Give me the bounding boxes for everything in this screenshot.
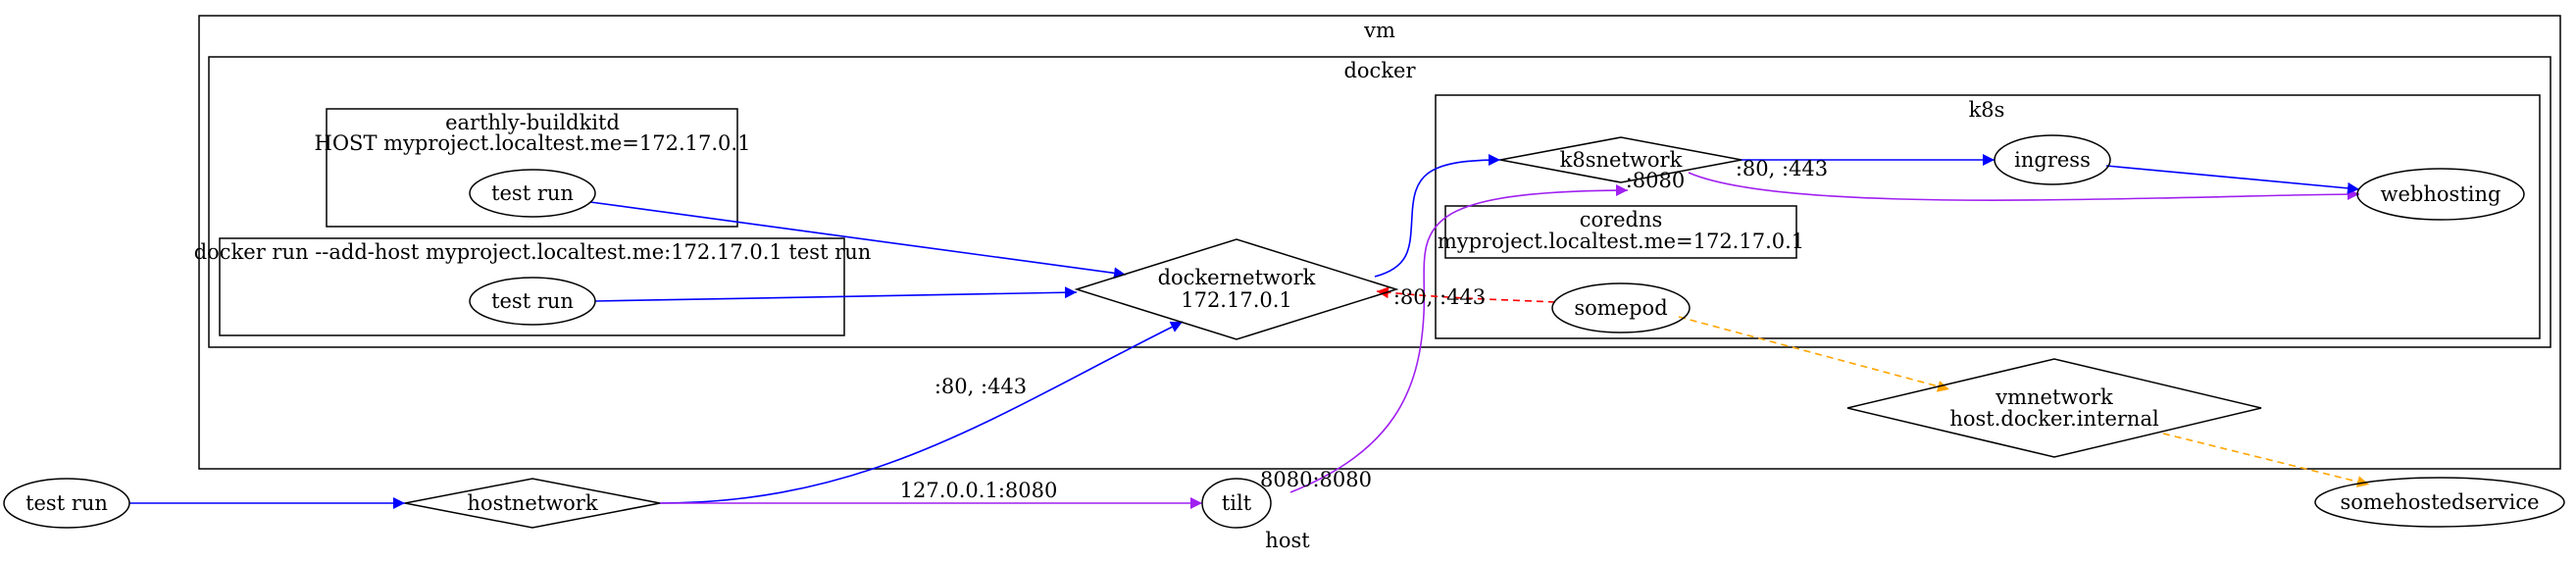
node-webhosting: webhosting (2356, 168, 2525, 221)
cluster-earthly-label-line1: earthly-buildkitd (445, 111, 620, 134)
edge-ingress-webhosting (2105, 165, 2360, 194)
node-tilt-label: tilt (1222, 491, 1252, 515)
node-ingress-label: ingress (2014, 148, 2091, 172)
edge-dockernetwork-k8snetwork (1374, 154, 1501, 278)
cluster-vm: vm (198, 15, 2561, 470)
cluster-coredns-label-line1: coredns (1580, 208, 1663, 231)
node-somehostedservice: somehostedservice (2314, 477, 2565, 528)
node-somehostedservice-label: somehostedservice (2340, 490, 2539, 514)
node-dockernetwork-label-line1: dockernetwork (1158, 266, 1316, 289)
edge-label-hostnetwork-dockernetwork: :80, :443 (934, 375, 1027, 398)
edges: :80, :443 127.0.0.1:8080 8080:8080 :8080… (129, 154, 2370, 509)
cluster-host-label: host (1265, 529, 1310, 552)
node-test-run-earthly-label: test run (491, 181, 574, 205)
node-somepod-label: somepod (1574, 296, 1667, 320)
edge-testrun-docker-dockernetwork (594, 286, 1078, 302)
node-vmnetwork: vmnetwork host.docker.internal (1846, 358, 2262, 458)
edge-k8snetwork-webhosting (1688, 172, 2360, 201)
edge-somepod-dockernetwork (1376, 286, 1556, 303)
node-tilt: tilt (1201, 478, 1272, 529)
edge-hostnetwork-dockernetwork (659, 321, 1184, 504)
cluster-docker-run-label: docker run --add-host myproject.localtes… (194, 240, 872, 264)
node-k8snetwork-label: k8snetwork (1560, 148, 1683, 172)
edge-label-tilt-k8snetwork: 8080:8080 (1260, 468, 1372, 491)
edge-label-hostnetwork-tilt: 127.0.0.1:8080 (900, 479, 1058, 502)
edge-label-somepod-dockernetwork: :80, :443 (1393, 285, 1486, 309)
edge-vmnetwork-somehostedservice (2162, 433, 2370, 487)
node-somepod: somepod (1551, 282, 1691, 333)
edge-somepod-vmnetwork (1678, 316, 1950, 392)
node-test-run-host: test run (3, 478, 130, 529)
node-test-run-host-label: test run (25, 491, 108, 515)
cluster-k8s: k8s (1435, 94, 2541, 339)
node-webhosting-label: webhosting (2381, 182, 2501, 206)
cluster-k8s-label: k8s (1969, 98, 2005, 122)
cluster-vm-label: vm (1363, 19, 1395, 42)
node-test-run-docker: test run (469, 277, 596, 326)
cluster-earthly-buildkitd: earthly-buildkitd HOST myproject.localte… (315, 108, 751, 228)
cluster-docker-label: docker (1343, 59, 1416, 82)
cluster-docker-run: docker run --add-host myproject.localtes… (194, 237, 872, 336)
edge-label-k8snetwork-ingress: :80, :443 (1736, 157, 1828, 180)
edge-tilt-k8snetwork (1289, 184, 1629, 493)
cluster-coredns-label-line2: myproject.localtest.me=172.17.0.1 (1438, 230, 1804, 253)
node-dockernetwork: dockernetwork 172.17.0.1 (1074, 238, 1399, 340)
node-k8snetwork: k8snetwork (1499, 136, 1743, 183)
node-hostnetwork: hostnetwork (404, 478, 661, 529)
node-ingress: ingress (1994, 134, 2111, 185)
node-dockernetwork-label-line2: 172.17.0.1 (1181, 288, 1292, 312)
node-test-run-docker-label: test run (491, 289, 574, 313)
node-vmnetwork-label-line1: vmnetwork (1995, 385, 2113, 409)
cluster-docker: docker (208, 56, 2551, 348)
edge-testrun-earthly-dockernetwork (589, 201, 1127, 280)
node-vmnetwork-label-line2: host.docker.internal (1949, 407, 2159, 431)
cluster-earthly-label-line2: HOST myproject.localtest.me=172.17.0.1 (315, 131, 751, 155)
cluster-coredns: coredns myproject.localtest.me=172.17.0.… (1438, 205, 1804, 259)
node-hostnetwork-label: hostnetwork (467, 491, 597, 515)
node-test-run-earthly: test run (469, 169, 596, 218)
